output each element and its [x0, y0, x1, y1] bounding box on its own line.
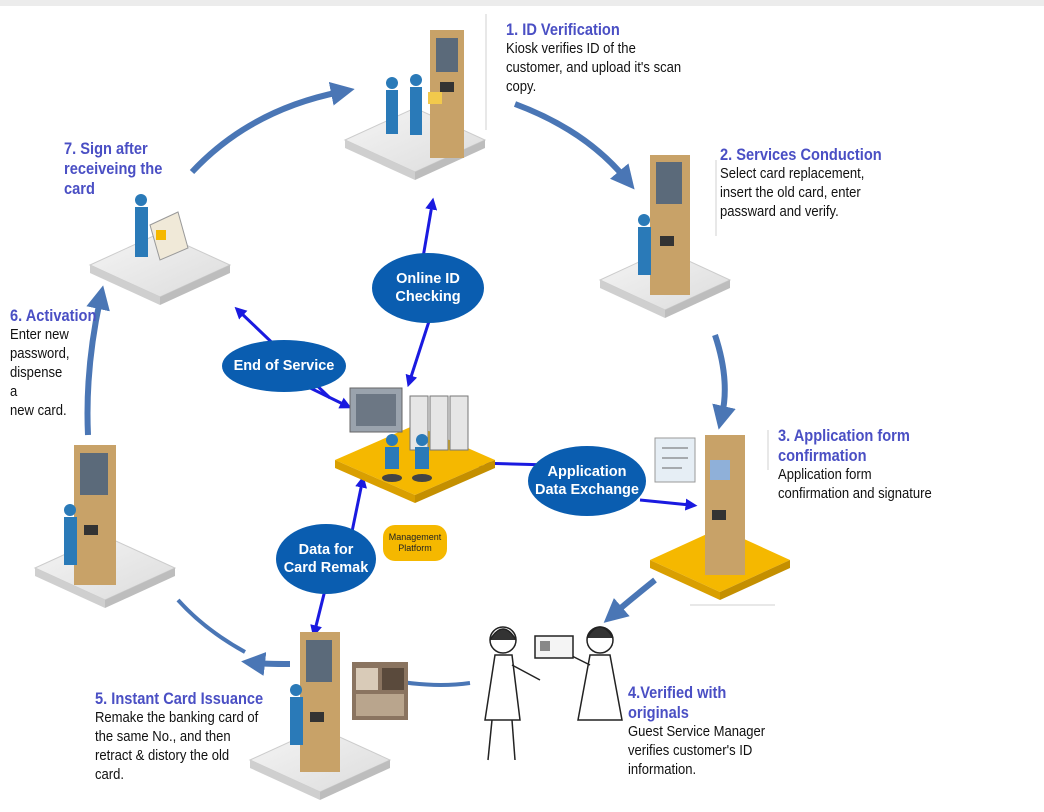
oval-application-data-exchange: Application Data Exchange — [528, 446, 646, 516]
data-arrow-down-online — [405, 311, 434, 388]
step-7: 7. Sign after receiveing the card — [64, 139, 224, 199]
step-4: 4.Verified with originals Guest Service … — [628, 683, 828, 780]
step-7-title: 7. Sign after receiveing the card — [64, 139, 163, 198]
flow-arrow-3-to-4 — [603, 577, 657, 623]
station-2-kiosk — [598, 155, 732, 318]
step-6: 6. Activation Enter new password, dispen… — [10, 306, 130, 421]
flow-arrow-5-to-end — [241, 652, 291, 676]
step-1-desc: Kiosk verifies ID of the customer, and u… — [506, 41, 682, 95]
station-3-kiosk — [650, 430, 790, 606]
step-3-title: 3. Application form confirmation — [778, 426, 910, 465]
station-7-signing — [88, 194, 232, 305]
step-5-title: 5. Instant Card Issuance — [95, 689, 264, 708]
step-1: 1. ID Verification Kiosk verifies ID of … — [506, 20, 746, 97]
station-1-kiosk — [343, 14, 487, 180]
step-6-title: 6. Activation — [10, 306, 97, 325]
station-6-kiosk — [33, 445, 177, 608]
management-platform-graphic — [335, 387, 495, 503]
step-4-title: 4.Verified with originals — [628, 683, 727, 722]
flow-arrow-5-to-6 — [176, 598, 246, 654]
step-3: 3. Application form confirmation Applica… — [778, 426, 1018, 504]
step-2-desc: Select card replacement, insert the old … — [720, 166, 865, 220]
step-1-title: 1. ID Verification — [506, 20, 620, 39]
step-5-desc: Remake the banking card of the same No.,… — [95, 710, 259, 783]
station-4-sketch — [484, 626, 623, 761]
flow-arrow-7-to-1 — [189, 82, 355, 175]
data-arrow-app-right — [639, 498, 698, 511]
step-3-desc: Application form confirmation and signat… — [778, 467, 932, 502]
management-platform-label: Management Platform — [383, 525, 447, 561]
flow-arrow-2-to-3 — [712, 334, 736, 430]
oval-online-id-checking: Online ID Checking — [372, 253, 484, 323]
oval-data-for-card-remake: Data for Card Remak — [276, 524, 376, 594]
step-6-desc: Enter new password, dispense a new card. — [10, 327, 70, 419]
step-4-desc: Guest Service Manager verifies customer'… — [628, 724, 766, 778]
flow-arrow-1-to-2 — [513, 101, 635, 190]
oval-end-of-service: End of Service — [222, 340, 346, 392]
station-5-kiosk — [248, 632, 408, 800]
top-border — [0, 0, 1044, 6]
step-2-title: 2. Services Conduction — [720, 145, 882, 164]
step-5: 5. Instant Card Issuance Remake the bank… — [95, 689, 315, 785]
step-2: 2. Services Conduction Select card repla… — [720, 145, 960, 222]
flow-arrow-6-to-7 — [84, 285, 110, 436]
